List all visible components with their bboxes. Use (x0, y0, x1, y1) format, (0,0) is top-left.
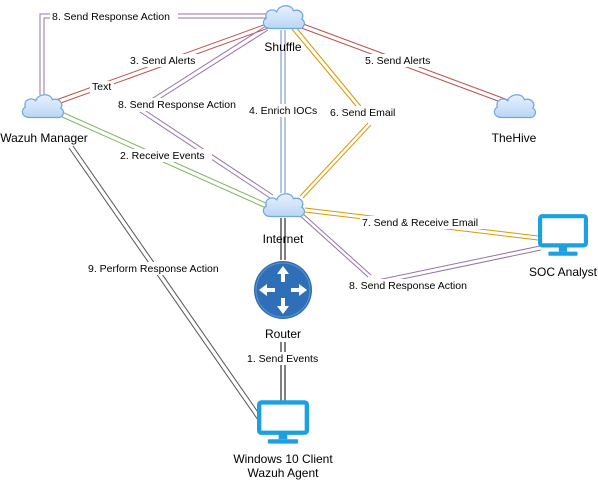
edge-wazuh-client[interactable] (68, 145, 263, 421)
edge-label-send-receive-email: 7. Send & Receive Email (362, 217, 478, 229)
node-label-client-line2: Wazuh Agent (248, 466, 320, 480)
edge-wazuh-shuffle-response[interactable] (39, 13, 268, 95)
node-shuffle[interactable]: Shuffle (262, 5, 306, 54)
cloud-icon (493, 94, 537, 119)
node-label-client-line1: Windows 10 Client (233, 452, 333, 466)
edge-label-send-response-soc: 8. Send Response Action (349, 280, 467, 292)
node-label-thehive: TheHive (492, 131, 537, 145)
node-wazuh-manager[interactable]: Wazuh Manager (0, 94, 88, 145)
node-label-internet: Internet (263, 232, 304, 246)
node-router[interactable]: Router (254, 261, 312, 341)
edge-internet-router[interactable] (280, 218, 286, 260)
node-label-shuffle: Shuffle (264, 40, 301, 54)
edge-label-send-email: 6. Send Email (330, 107, 395, 119)
node-internet[interactable]: Internet (263, 193, 306, 246)
edge-label-send-response-mid: 8. Send Response Action (118, 99, 236, 111)
edge-labels: 8. Send Response Action 3. Send Alerts T… (50, 10, 488, 365)
node-label-router: Router (265, 327, 301, 341)
edge-label-receive-events: 2. Receive Events (120, 150, 205, 162)
node-thehive[interactable]: TheHive (492, 94, 537, 145)
node-soc-analyst[interactable]: SOC Analyst (529, 216, 598, 279)
node-windows-client[interactable]: Windows 10 Client Wazuh Agent (233, 402, 333, 480)
monitor-icon (259, 402, 307, 443)
edge-router-client[interactable] (280, 342, 286, 402)
edge-shuffle-internet-email[interactable] (290, 25, 372, 199)
cloud-icon (21, 94, 65, 119)
edge-label-send-response-top: 8. Send Response Action (52, 11, 170, 23)
monitor-icon (540, 216, 586, 256)
edge-label-enrich-iocs: 4. Enrich IOCs (249, 105, 317, 117)
router-icon (254, 261, 312, 319)
edge-label-text: Text (92, 81, 111, 93)
edge-label-perform-response: 9. Perform Response Action (88, 263, 219, 275)
cloud-icon (262, 5, 306, 30)
edge-label-send-alerts-5: 5. Send Alerts (365, 55, 430, 67)
edge-label-send-alerts-3: 3. Send Alerts (130, 55, 195, 67)
node-label-wazuh-manager: Wazuh Manager (0, 131, 88, 145)
edge-label-send-events: 1. Send Events (247, 353, 318, 365)
node-label-soc-analyst: SOC Analyst (529, 265, 598, 279)
